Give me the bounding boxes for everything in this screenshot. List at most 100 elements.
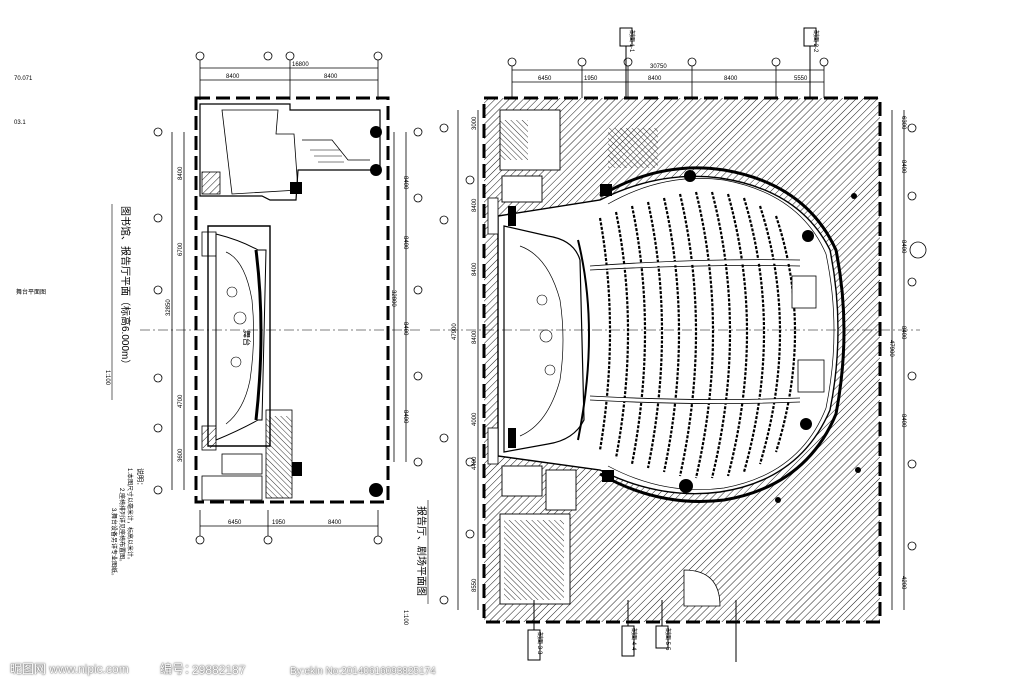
left-side-dim-1: 8400	[178, 166, 184, 180]
right-rear-boxes	[791, 275, 825, 393]
left-side-dim-5: 3600	[178, 448, 184, 462]
right-dot-2	[855, 467, 861, 473]
right-left-dim-5: 4000	[472, 412, 478, 426]
left-right-dim-4: 8400	[402, 322, 408, 336]
note-3: 3.舞台设备另详专业图纸。	[110, 508, 118, 579]
left-column-5	[292, 462, 302, 476]
left-bottom-grid-bubbles	[195, 510, 383, 545]
note-1: 1.本图尺寸以毫米计，标高以米计。	[126, 468, 134, 563]
right-column-3	[679, 479, 693, 493]
right-right-grid-bubbles	[891, 110, 927, 610]
left-stair-1	[202, 172, 220, 194]
right-top-dim-3: 8400	[648, 76, 662, 82]
left-top-dim-3: 8400	[324, 74, 338, 80]
left-right-dim-5: 8400	[402, 410, 408, 424]
right-stair-3	[608, 128, 658, 168]
right-column-6	[602, 470, 614, 482]
note-2: 2.座椅排列详见座椅布置图。	[118, 488, 126, 565]
notes-title: 说明：	[136, 468, 145, 489]
left-plan-scale: 1:100	[104, 370, 110, 386]
right-left-dim-7: 8550	[472, 578, 478, 592]
right-stair-2	[504, 520, 564, 600]
right-column-2	[800, 418, 812, 430]
right-bottom-callouts	[527, 600, 669, 661]
left-top-grid-bubbles	[195, 51, 383, 100]
left-plan: 8400 16800 8400 6450 1950 8400 8400 6700…	[104, 51, 423, 545]
callout-top-1: 剖面 1-1	[628, 30, 636, 53]
left-stage	[207, 225, 271, 447]
margin-mid-label: 舞台平面图	[16, 288, 46, 296]
margin-notes: 说明： 1.本图尺寸以毫米计，标高以米计。 2.座椅排列详见座椅布置图。 3.舞…	[110, 468, 145, 579]
left-column-4	[369, 483, 383, 497]
watermark-id-label: 编号：	[160, 662, 197, 676]
left-right-dim-1: 8400	[402, 176, 408, 190]
watermark-site: 昵图网 www.nipic.com	[10, 662, 129, 676]
right-right-total: 47900	[888, 340, 894, 357]
right-top-grid-bubbles	[507, 57, 829, 98]
left-margin: 70.071 03.1 舞台平面图 说明： 1.本图尺寸以毫米计，标高以米计。 …	[14, 76, 145, 579]
callout-bottom-3: 剖面 5-5	[664, 628, 672, 651]
left-stair-2	[202, 428, 216, 448]
right-stage	[503, 225, 590, 453]
right-aisle-lines	[589, 259, 801, 404]
left-column-2	[370, 126, 382, 138]
right-top-dim-5: 5550	[794, 76, 808, 82]
left-right-dim-3: 32800	[390, 290, 396, 307]
left-top-dim-2: 16800	[292, 62, 309, 68]
watermark-bar: 昵图网 www.nipic.com 编号： 29882187 By:ekin N…	[0, 662, 1024, 680]
left-bottom-dim-1: 6450	[228, 520, 242, 526]
right-left-dim-6: 4400	[472, 456, 478, 470]
right-entry-2	[487, 427, 499, 465]
left-bottom-dim-3: 8400	[328, 520, 342, 526]
right-plan-scale: 1:100	[402, 610, 408, 626]
right-column-4	[684, 170, 696, 182]
right-top-dim-4: 8400	[724, 76, 738, 82]
right-left-dim-2: 8400	[472, 198, 478, 212]
left-side-dim-4: 4700	[178, 394, 184, 408]
right-left-grid-bubbles	[439, 110, 479, 610]
left-column-1	[290, 182, 302, 194]
right-dot-3	[775, 497, 781, 503]
right-left-dim-3: 8400	[472, 262, 478, 276]
right-plan-caption: 报告厅、剧场平面图	[415, 506, 428, 596]
left-side-grid-bubbles	[153, 127, 185, 495]
right-seating	[598, 191, 797, 479]
callout-bottom-1: 剖面 3-3	[536, 632, 544, 655]
right-left-total: 47900	[452, 323, 458, 340]
right-auditorium-inner-wall	[607, 178, 835, 490]
margin-top-label-2: 03.1	[14, 120, 26, 126]
left-top-dim-1: 8400	[226, 74, 240, 80]
left-outline	[194, 96, 390, 504]
left-bottom-dim-2: 1950	[272, 520, 286, 526]
watermark-id-value: 29882187	[192, 663, 246, 677]
right-auditorium-wall	[599, 166, 846, 503]
right-top-dim-1: 6450	[538, 76, 552, 82]
right-dot-1	[851, 193, 857, 199]
right-right-dim-1: 6300	[900, 116, 906, 130]
right-wall-block-2	[508, 428, 516, 448]
left-right-dim-2: 8400	[402, 236, 408, 250]
right-left-dim-1: 3000	[472, 116, 478, 130]
left-column-3	[370, 164, 382, 176]
right-top-callouts	[619, 27, 817, 98]
left-right-grid-bubbles	[393, 127, 423, 467]
left-stair-hatch	[266, 416, 292, 498]
right-plan: 30750 6450 1950 8400 8400 5550 剖面 1-1 剖面…	[402, 27, 927, 662]
right-right-dim-5: 8400	[900, 414, 906, 428]
left-side-dim-2: 6700	[178, 242, 184, 256]
callout-top-2: 剖面 2-2	[812, 30, 820, 53]
right-right-dim-4: 8400	[900, 326, 906, 340]
left-plan-caption: 图书馆、报告厅平面（标高6.000m）	[119, 206, 132, 369]
right-column-5	[600, 184, 612, 196]
right-entry-1	[487, 197, 499, 235]
right-right-dim-6: 4200	[900, 576, 906, 590]
left-side-dim-3: 32850	[166, 299, 172, 316]
right-top-total: 30750	[650, 64, 667, 70]
right-right-dim-2: 8400	[900, 160, 906, 174]
right-column-1	[802, 230, 814, 242]
right-left-dim-4: 8400	[472, 330, 478, 344]
callout-bottom-2: 剖面 4-4	[630, 628, 638, 651]
right-quarter-room	[683, 569, 721, 607]
right-top-dim-2: 1950	[584, 76, 598, 82]
